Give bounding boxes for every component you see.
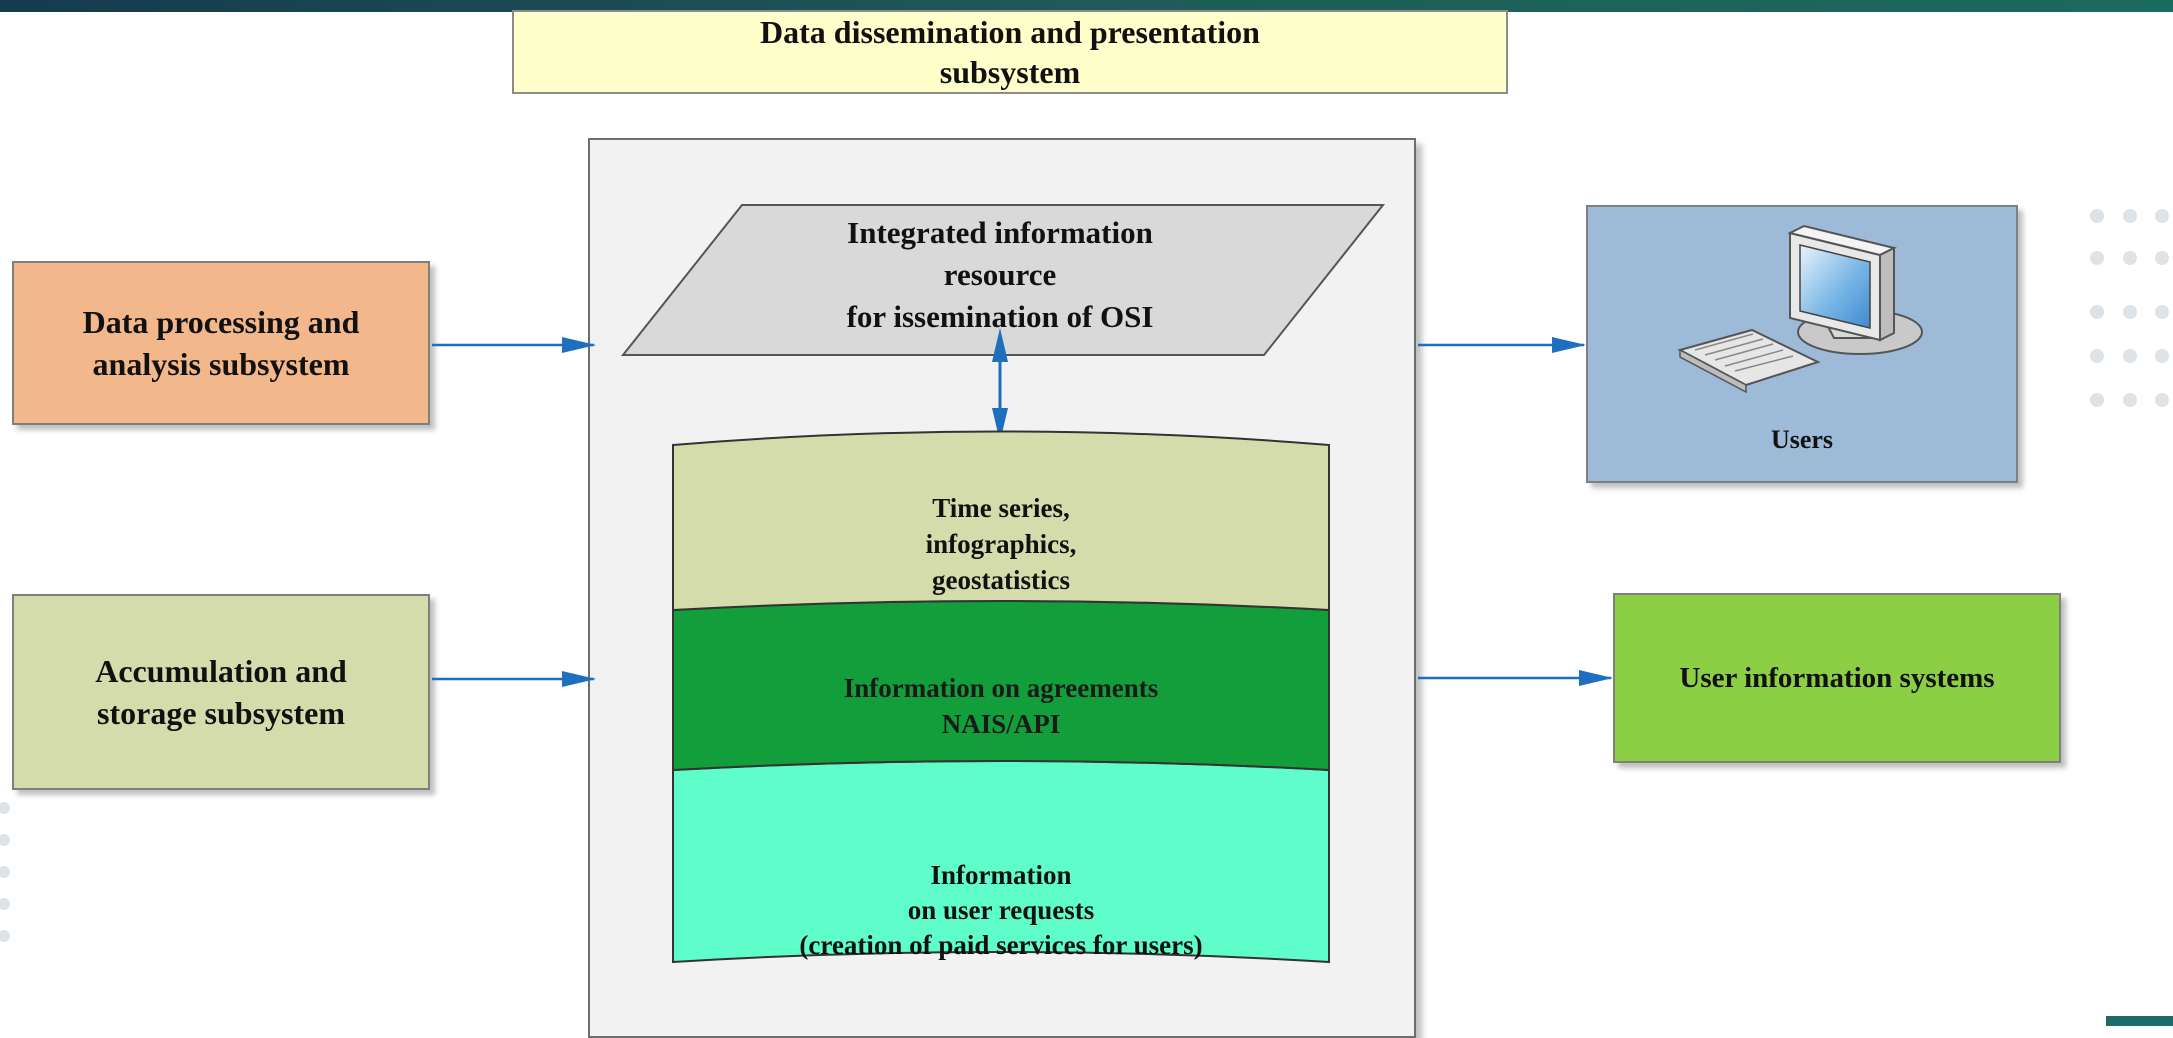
integrated-resource-shape: [620, 204, 1386, 356]
subsystem-title: Data dissemination and presentation subs…: [512, 10, 1508, 94]
decorative-dots-right: [2090, 209, 2169, 407]
users-box: [1586, 205, 2018, 483]
time-series-label: Time series, infographics, geostatistics: [925, 493, 1077, 595]
agreements-label: Information on agreements NAIS/API: [843, 673, 1159, 739]
integrated-resource-label: Integrated information resource for isse…: [846, 215, 1154, 334]
top-banner-bar: [0, 0, 2173, 12]
accumulation-storage-box: Accumulation and storage subsystem: [12, 594, 430, 790]
database-cylinder: [672, 430, 1330, 964]
decorative-dots-left: [0, 802, 10, 942]
computer-icon: [1677, 224, 1923, 394]
cylinder-top-section: [672, 430, 1330, 612]
user-information-systems-box: User information systems: [1613, 593, 2061, 763]
data-processing-box: Data processing and analysis subsystem: [12, 261, 430, 425]
corner-accent-bar: [2106, 1016, 2173, 1026]
user-requests-label: Information on user requests (creation o…: [799, 860, 1203, 960]
users-label: Users: [1770, 425, 1834, 454]
